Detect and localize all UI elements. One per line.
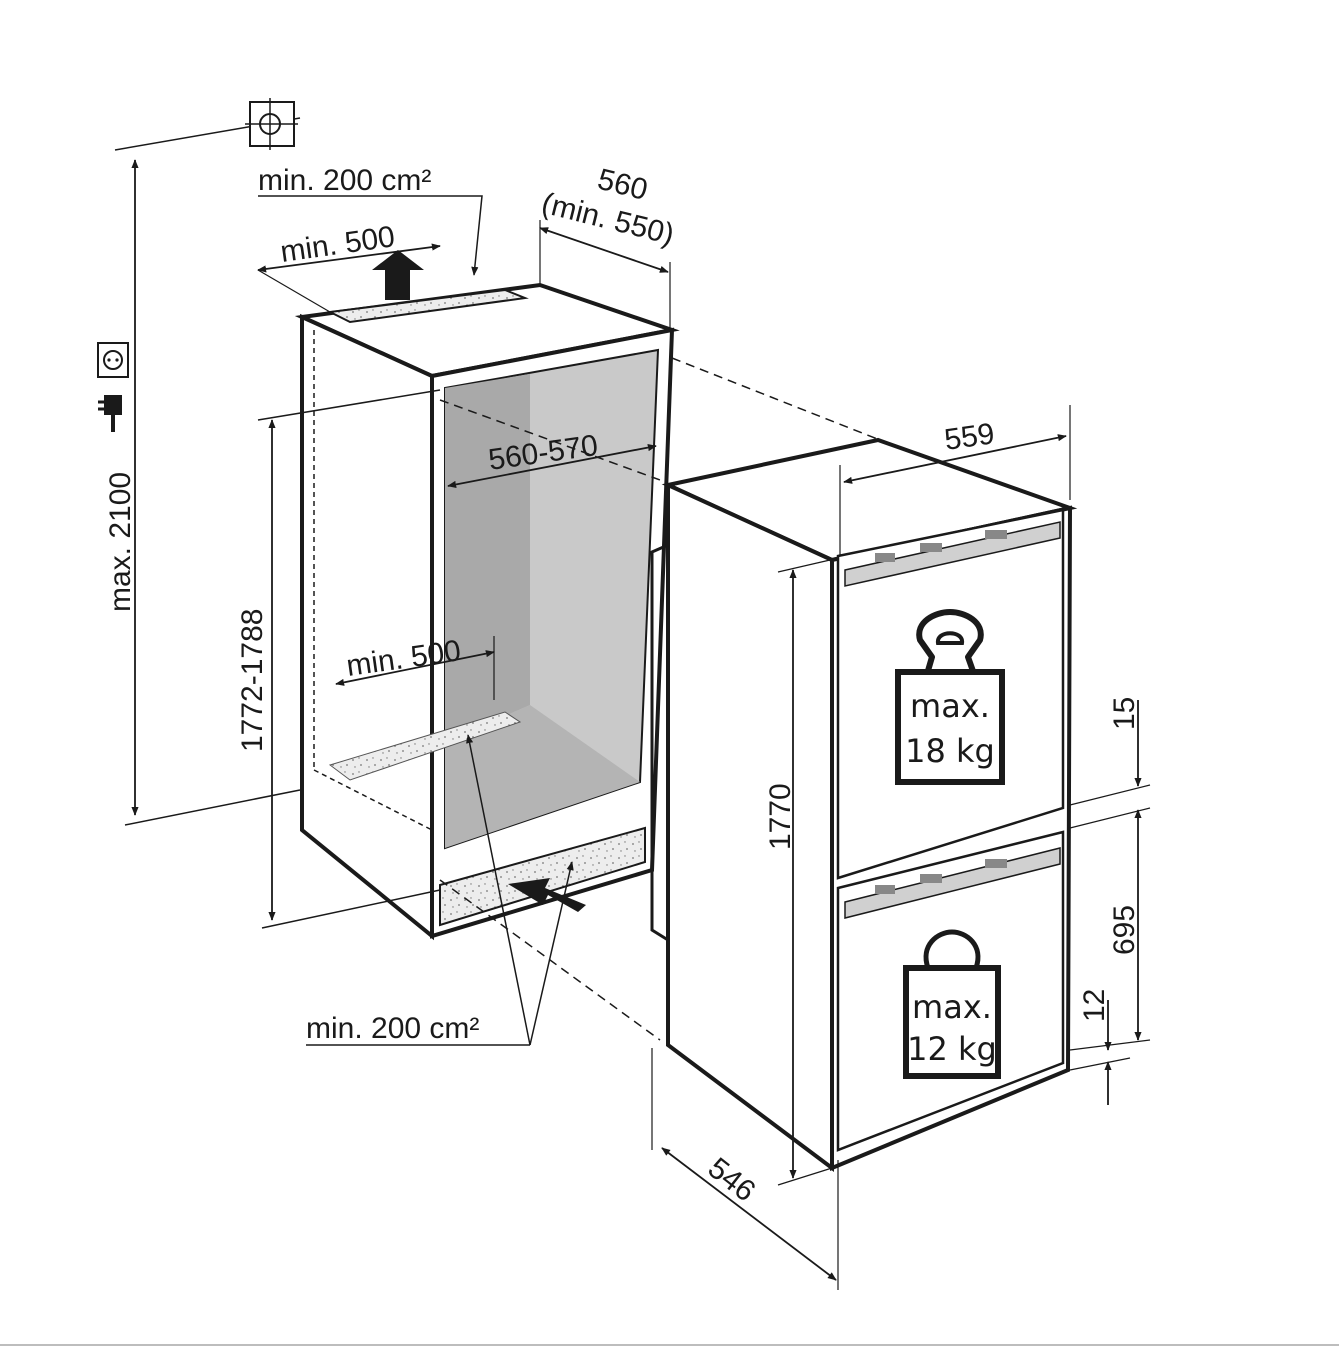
label-max-height: max. 2100: [104, 472, 137, 612]
appliance-side-face: [666, 481, 834, 1172]
power-socket-icon: [97, 342, 129, 378]
label-top-vent-width: min. 500: [278, 220, 397, 269]
cabinet-interior-side: [445, 374, 530, 742]
upper-control-panel: [844, 521, 1061, 587]
appliance: [650, 437, 1078, 1172]
bottom-plinth-vent: [439, 826, 646, 927]
power-plug-icon: [98, 395, 122, 432]
label-lower-load-line1: max.: [912, 988, 992, 1026]
label-gap-bottom: 12: [1078, 989, 1111, 1022]
label-upper-load-line1: max.: [910, 687, 990, 725]
label-bottom-vent-area: min. 200 cm²: [306, 1012, 479, 1045]
label-height-range: 1772-1788: [236, 609, 269, 752]
top-vent-slot: [326, 288, 529, 324]
label-top-vent-area: min. 200 cm²: [258, 164, 431, 197]
label-appliance-height: 1770: [764, 783, 797, 850]
niche-cabinet: [294, 282, 680, 941]
weight-icon: [903, 929, 1001, 1079]
floor-vent-strip: [328, 711, 522, 781]
label-lower-load-line2: 12 kg: [907, 1030, 997, 1068]
label-lower-door: 695: [1108, 905, 1141, 955]
label-appliance-depth: 546: [702, 1152, 762, 1209]
label-gap-top: 15: [1108, 697, 1141, 730]
label-appliance-width: 559: [942, 417, 996, 457]
water-connection-icon: [245, 98, 298, 150]
lower-control-panel: [844, 847, 1061, 919]
weight-icon: [895, 609, 1005, 785]
label-upper-load-line2: 18 kg: [905, 732, 995, 770]
dimension-lines: [114, 117, 1151, 1290]
cabinet-interior-floor: [445, 705, 640, 848]
bottom-divider: [0, 1344, 1339, 1346]
